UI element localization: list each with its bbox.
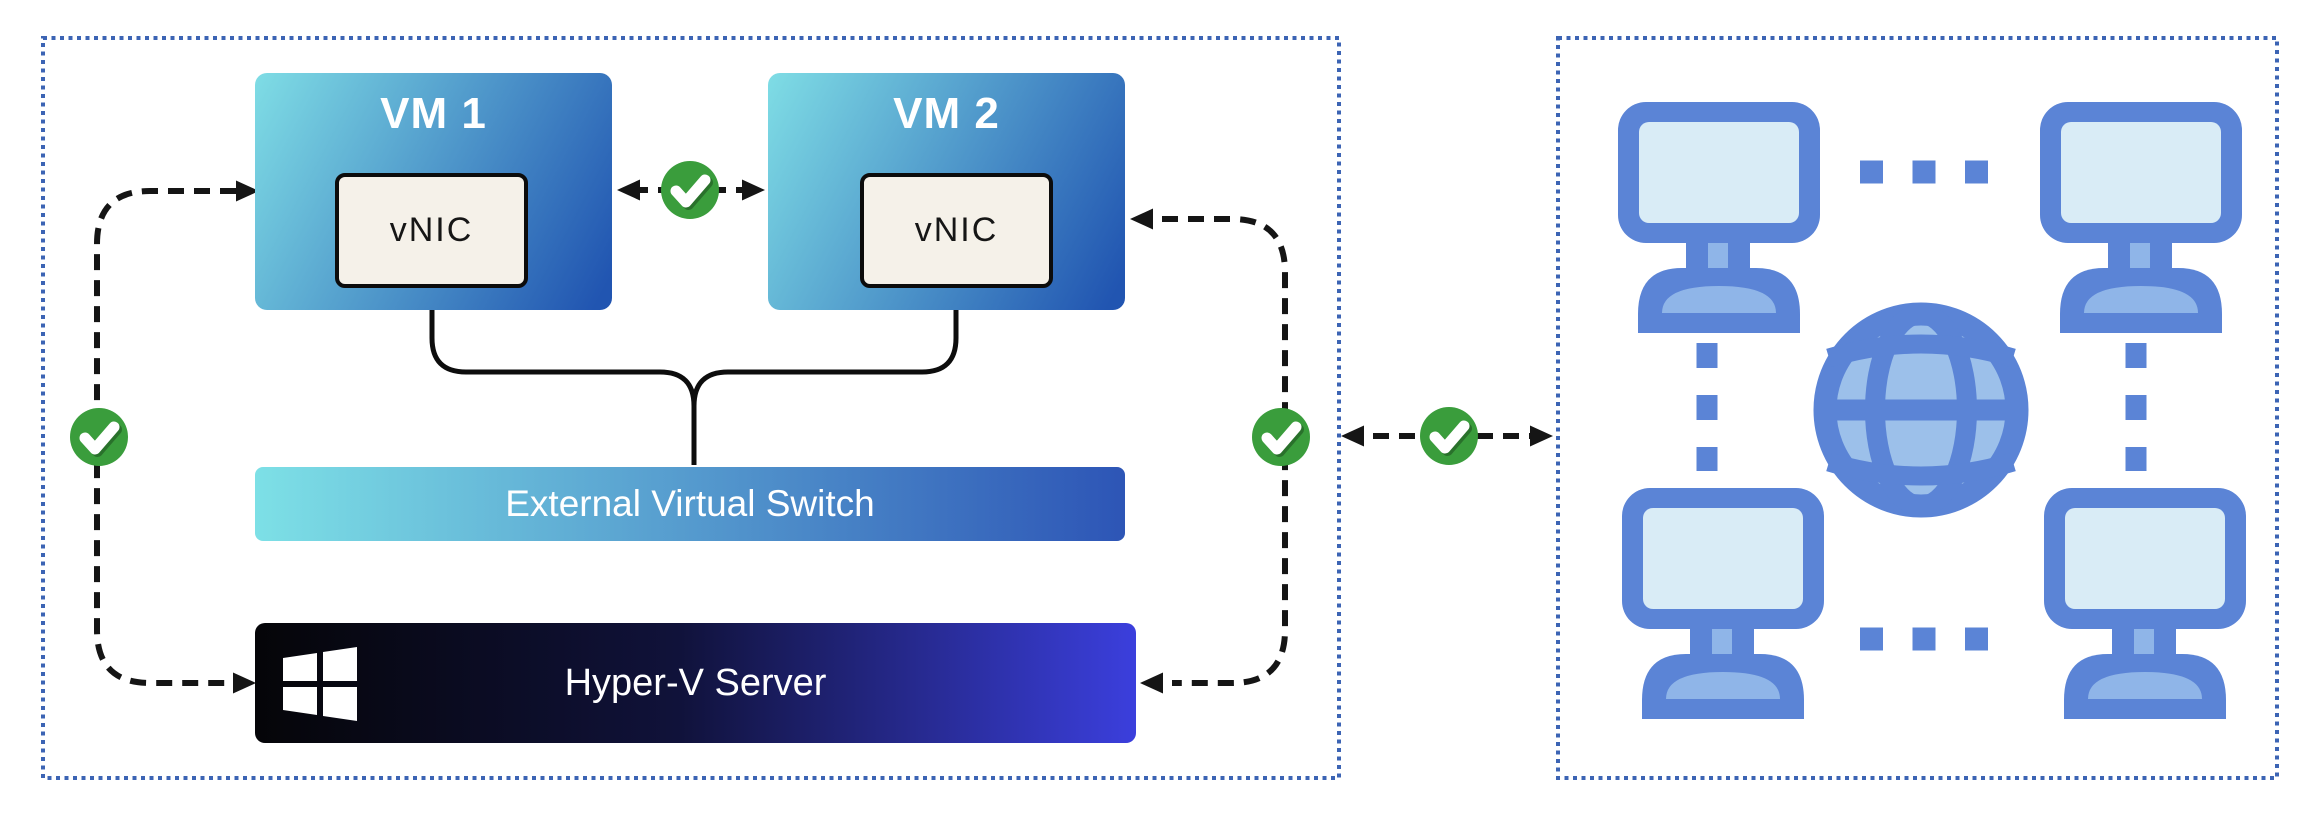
vnic1-box: vNIC [335,173,528,288]
hyperv-server-bar: Hyper-V Server [255,623,1136,743]
vnic-to-switch-connector [429,310,959,465]
computer-icon-top-left [1618,102,1820,333]
vm1-title: VM 1 [380,89,487,138]
check-circle-icon-vm-link [661,161,719,219]
hyperv-server-label: Hyper-V Server [564,661,827,704]
vm2-title: VM 2 [893,89,1000,138]
check-circle-icon-left [70,408,128,466]
external-virtual-switch-bar: External Virtual Switch [255,467,1125,541]
check-circle-icon-network-link [1420,407,1478,465]
computer-icon-bottom-left [1622,488,1824,719]
vnic1-label: vNIC [389,211,474,249]
globe-icon [1813,302,2029,518]
external-virtual-switch-label: External Virtual Switch [505,483,875,524]
vnic2-box: vNIC [860,173,1053,288]
windows-logo-icon [283,647,357,721]
computer-icon-top-right [2040,102,2242,333]
computer-icon-bottom-right [2044,488,2246,719]
external-network-graphic [1618,102,2246,719]
host-panel-border [41,36,1341,780]
vm2-host-dashed-link [1130,208,1288,694]
network-panel-border [1556,36,2279,780]
vnic2-label: vNIC [914,211,999,249]
check-circle-icon-host-edge [1252,408,1310,466]
